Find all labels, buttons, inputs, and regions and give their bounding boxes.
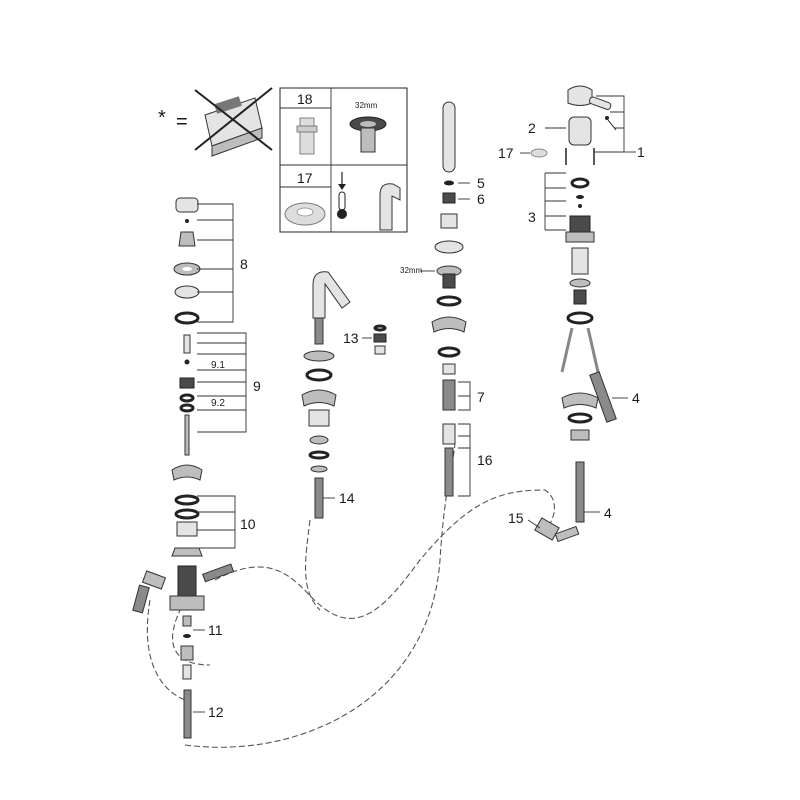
hand-shower — [442, 101, 456, 173]
label-part-12: 12 — [208, 704, 224, 720]
label-part-7: 7 — [477, 389, 485, 405]
label-part-13: 13 — [343, 330, 359, 346]
box-part-number-a: 18 — [297, 91, 313, 107]
label-size-32mm: 32mm — [400, 266, 423, 275]
label-part-15: 15 — [508, 510, 524, 526]
left-valve-stack — [132, 197, 247, 739]
label-part-9-1: 9.1 — [211, 360, 225, 371]
seal-ring-icon — [284, 202, 326, 226]
cap-17 — [530, 148, 548, 158]
threaded-shank — [177, 565, 197, 597]
equals-symbol: = — [176, 111, 188, 133]
mounting-bracket — [171, 464, 203, 481]
label-part-17: 17 — [498, 145, 514, 161]
faucet-spout-icon — [379, 183, 401, 231]
mixer-stack — [520, 85, 636, 543]
label-part-11: 11 — [208, 622, 223, 638]
box-part-number-b: 17 — [297, 170, 313, 186]
valve-cap — [175, 197, 199, 213]
aerator-parts-13 — [373, 324, 387, 355]
crossed-product-box-icon — [194, 87, 273, 157]
mixing-cartridge — [569, 215, 591, 233]
label-part-14: 14 — [339, 490, 355, 506]
box-size-label: 32mm — [355, 101, 378, 110]
label-part-9: 9 — [253, 378, 261, 394]
hose-weight-7 — [442, 379, 456, 411]
shower-hose-16 — [444, 447, 454, 497]
label-part-4a: 4 — [632, 390, 640, 406]
tee-connector — [169, 595, 205, 611]
supply-hose-12 — [183, 689, 192, 739]
label-part-6: 6 — [477, 191, 485, 207]
elbow-fitting — [141, 570, 167, 590]
spout-hose-14 — [314, 477, 324, 519]
supply-hose-4b — [575, 461, 585, 523]
valve-spindle — [178, 231, 196, 247]
asterisk-symbol: * — [158, 107, 166, 129]
service-parts-box: 18 17 32mm — [279, 87, 408, 233]
part-labels: 1 2 3 4 4 5 6 7 8 9 9.1 9.2 10 11 12 13 … — [208, 120, 645, 720]
spout — [312, 271, 351, 319]
label-part-9-2: 9.2 — [211, 398, 225, 409]
label-part-16: 16 — [477, 452, 493, 468]
label-part-10: 10 — [240, 516, 256, 532]
legend-not-included: * = — [158, 87, 273, 157]
hex-nut — [171, 547, 203, 557]
lever-handle — [567, 85, 593, 106]
hand-shower-stack — [420, 101, 471, 497]
cartridge-icon — [296, 117, 318, 155]
label-part-4b: 4 — [604, 505, 612, 521]
thermometer-icon — [337, 172, 347, 219]
label-part-8: 8 — [240, 256, 248, 272]
o-ring — [174, 311, 200, 325]
hose-routing — [146, 439, 555, 748]
label-part-1: 1 — [637, 144, 645, 160]
elbow-connector-15 — [534, 517, 560, 541]
label-part-3: 3 — [528, 209, 536, 225]
label-part-5: 5 — [477, 175, 485, 191]
label-part-2: 2 — [528, 120, 536, 136]
mounting-nut-icon — [349, 116, 387, 153]
valve-rod — [184, 414, 190, 456]
handle-sleeve — [568, 116, 592, 146]
spout-stack — [301, 271, 387, 519]
